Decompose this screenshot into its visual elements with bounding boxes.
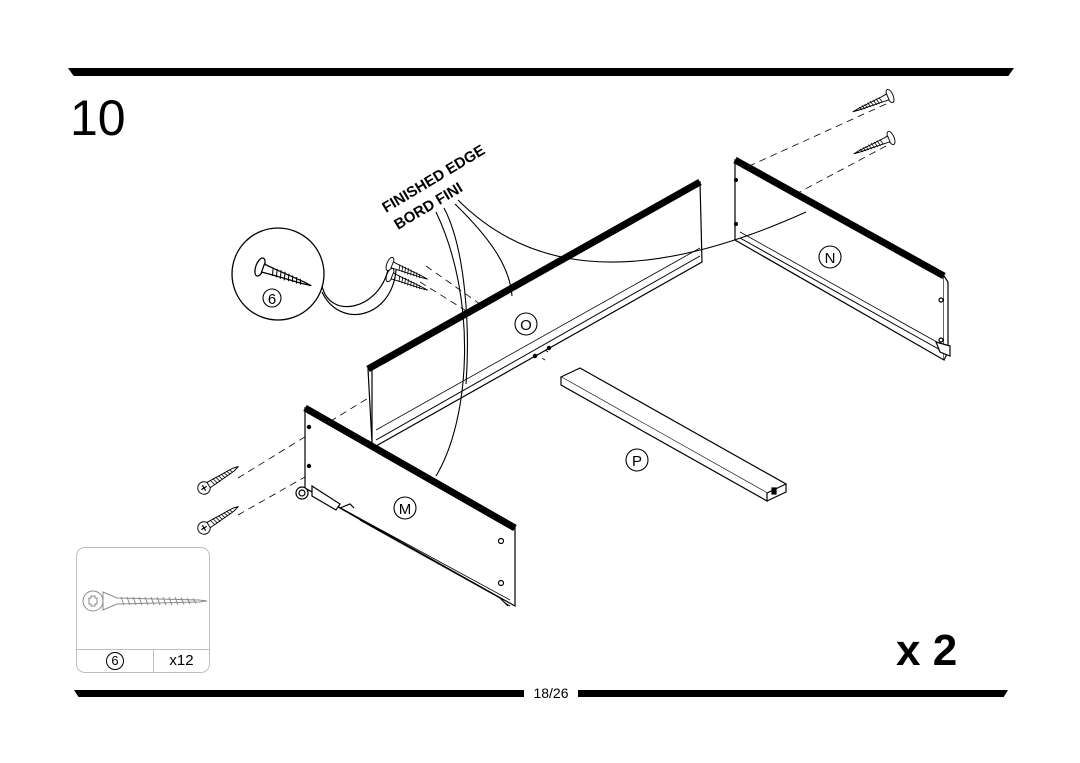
hardware-id-badge: 6 xyxy=(106,652,124,670)
screw-icon xyxy=(82,590,207,612)
screw-right-bottom xyxy=(850,129,898,161)
hardware-box: 6 x12 xyxy=(76,547,210,673)
part-label-n-circle xyxy=(393,245,842,520)
panel-o xyxy=(366,178,703,447)
guide-lines xyxy=(237,103,887,516)
bottom-rule-left xyxy=(74,690,524,697)
callout-part-number: 6 xyxy=(268,291,276,308)
part-label-o: O xyxy=(520,317,532,334)
screw-left-top xyxy=(194,460,243,498)
screw-left-bottom xyxy=(194,500,243,538)
callout-magnifier xyxy=(231,227,397,321)
panel-p xyxy=(559,367,788,503)
hardware-row: 6 x12 xyxy=(77,649,209,672)
finished-edge-leaders xyxy=(435,199,807,477)
step-number: 10 xyxy=(70,90,126,146)
top-rule xyxy=(68,68,1014,76)
bottom-rule-right xyxy=(578,690,1008,697)
part-label-n: N xyxy=(825,250,836,267)
quantity-multiplier: x 2 xyxy=(896,626,958,675)
page-number: 18/26 xyxy=(533,685,569,701)
panel-n xyxy=(733,156,951,362)
screw-right-top xyxy=(849,87,897,119)
part-label-p: P xyxy=(632,453,642,470)
hardware-quantity: x12 xyxy=(169,652,194,669)
hardware-id: 6 xyxy=(77,650,154,672)
part-label-m: M xyxy=(399,501,412,518)
